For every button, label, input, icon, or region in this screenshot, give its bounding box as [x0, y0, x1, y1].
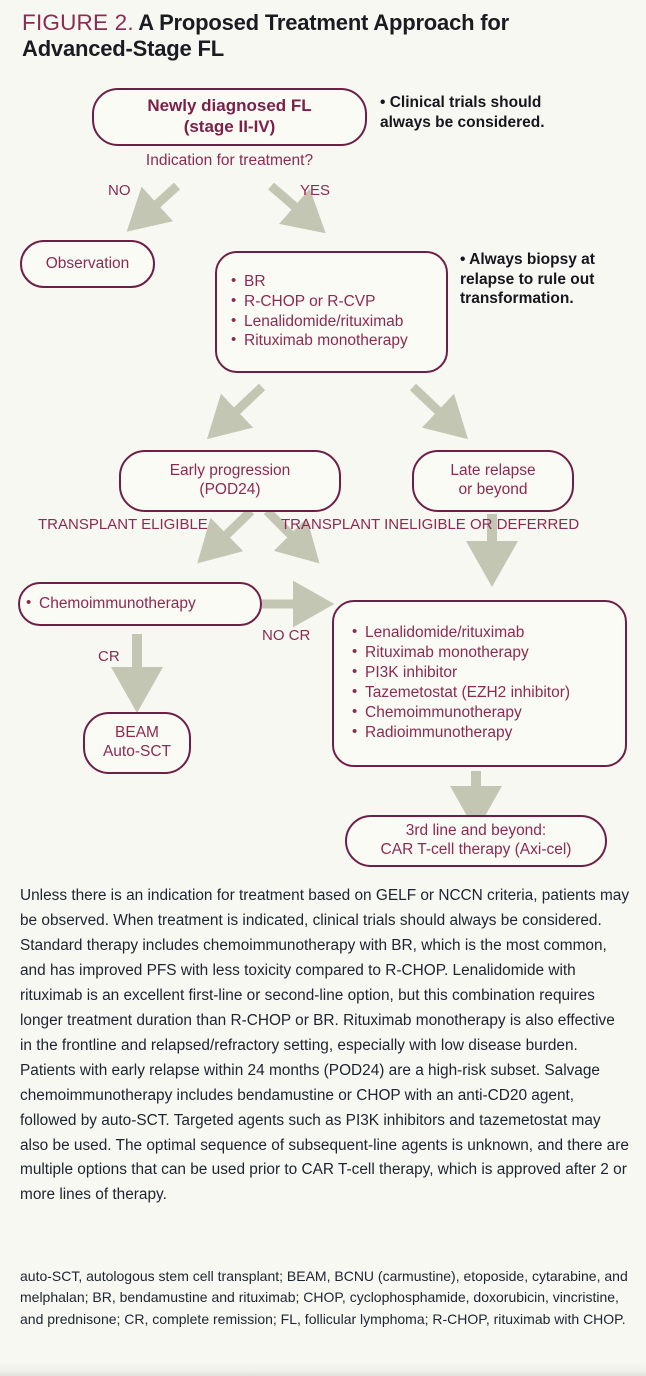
node-frontline-options[interactable]: BR R-CHOP or R-CVP Lenalidomide/rituxima… [215, 251, 448, 373]
node-observation[interactable]: Observation [20, 240, 155, 288]
list-item: Chemoimmunotherapy [352, 703, 625, 723]
figure-number-label: FIGURE 2. [22, 10, 134, 35]
chemoimmunotherapy-list: Chemoimmunotherapy [20, 594, 260, 615]
list-item: Tazemetostat (EZH2 inhibitor) [352, 683, 625, 703]
edge-label-no: NO [108, 182, 131, 199]
edge-label-no-cr: NO CR [262, 627, 311, 644]
edge-label-transplant-ineligible-line3: DEFERRED [496, 516, 580, 533]
figure-caption-paragraph: Unless there is an indication for treatm… [20, 887, 630, 1204]
node-third-line-beyond[interactable]: 3rd line and beyond: CAR T-cell therapy … [345, 815, 607, 867]
list-item: Rituximab monotherapy [231, 331, 446, 351]
figure-title: FIGURE 2. A Proposed Treatment Approach … [22, 10, 622, 61]
note-clinical-trials: • Clinical trials should always be consi… [380, 94, 545, 131]
edge-label-transplant-ineligible-line2: INELIGIBLE OR [384, 516, 493, 533]
node-relapsed-options[interactable]: Lenalidomide/rituximab Rituximab monothe… [332, 600, 627, 767]
node-late-relapse[interactable]: Late relapse or beyond [412, 450, 574, 512]
node-beam-auto-sct[interactable]: BEAM Auto-SCT [83, 712, 191, 774]
arrow-to-late-relapse [409, 383, 468, 440]
node-late-relapse-line2: or beyond [458, 481, 528, 498]
node-early-progression-line1: Early progression [169, 462, 291, 480]
edge-label-transplant-ineligible: TRANSPLANT INELIGIBLE OR DEFERRED [281, 516, 579, 534]
edge-label-yes: YES [300, 182, 331, 199]
list-item: BR [231, 272, 446, 292]
node-early-progression[interactable]: Early progression (POD24) [119, 450, 341, 512]
figure-title-text: A Proposed Treatment Approach for Advanc… [22, 10, 509, 61]
node-newly-diagnosed-fl[interactable]: Newly diagnosed FL (stage II-IV) [92, 88, 367, 146]
list-item: Radioimmunotherapy [352, 723, 625, 743]
note-always-biopsy: • Always biopsy at relapse to rule out t… [460, 251, 595, 308]
relapsed-options-list: Lenalidomide/rituximab Rituximab monothe… [334, 623, 625, 743]
node-third-line-line1: 3rd line and beyond: [405, 822, 547, 840]
edge-label-indication-question: Indication for treatment? [145, 152, 314, 169]
edge-label-transplant-eligible: TRANSPLANT ELIGIBLE [38, 516, 208, 534]
node-beam-line2: Auto-SCT [102, 743, 172, 760]
frontline-options-list: BR R-CHOP or R-CVP Lenalidomide/rituxima… [217, 272, 446, 353]
node-newly-diagnosed-line2: (stage II-IV) [183, 117, 276, 136]
edge-label-transplant-eligible-line1: TRANSPLANT [38, 516, 137, 533]
list-item: Lenalidomide/rituximab [352, 623, 625, 643]
list-item: Chemoimmunotherapy [26, 594, 260, 614]
list-item: Lenalidomide/rituximab [231, 312, 446, 332]
node-observation-label: Observation [45, 254, 130, 272]
list-item: R-CHOP or R-CVP [231, 292, 446, 312]
arrow-no [126, 182, 181, 232]
node-chemoimmunotherapy[interactable]: Chemoimmunotherapy [18, 582, 262, 626]
node-beam-line1: BEAM [115, 724, 159, 742]
abbreviations-footnote: auto-SCT, autologous stem cell transplan… [20, 1268, 628, 1327]
list-item: Rituximab monotherapy [352, 643, 625, 663]
node-early-progression-line2: (POD24) [199, 481, 261, 498]
node-newly-diagnosed-line1: Newly diagnosed FL [147, 96, 312, 116]
edge-label-cr: CR [98, 648, 120, 665]
edge-label-transplant-ineligible-line1: TRANSPLANT [281, 516, 380, 533]
node-third-line-line2: CAR T-cell therapy (Axi-cel) [380, 841, 572, 858]
list-item: PI3K inhibitor [352, 663, 625, 683]
edge-label-transplant-eligible-line2: ELIGIBLE [141, 516, 208, 533]
arrow-to-early-progression [207, 383, 266, 440]
arrow-transplant-eligible [197, 507, 255, 564]
node-late-relapse-line1: Late relapse [450, 462, 536, 480]
flowchart: Newly diagnosed FL (stage II-IV) • Clini… [0, 0, 646, 880]
